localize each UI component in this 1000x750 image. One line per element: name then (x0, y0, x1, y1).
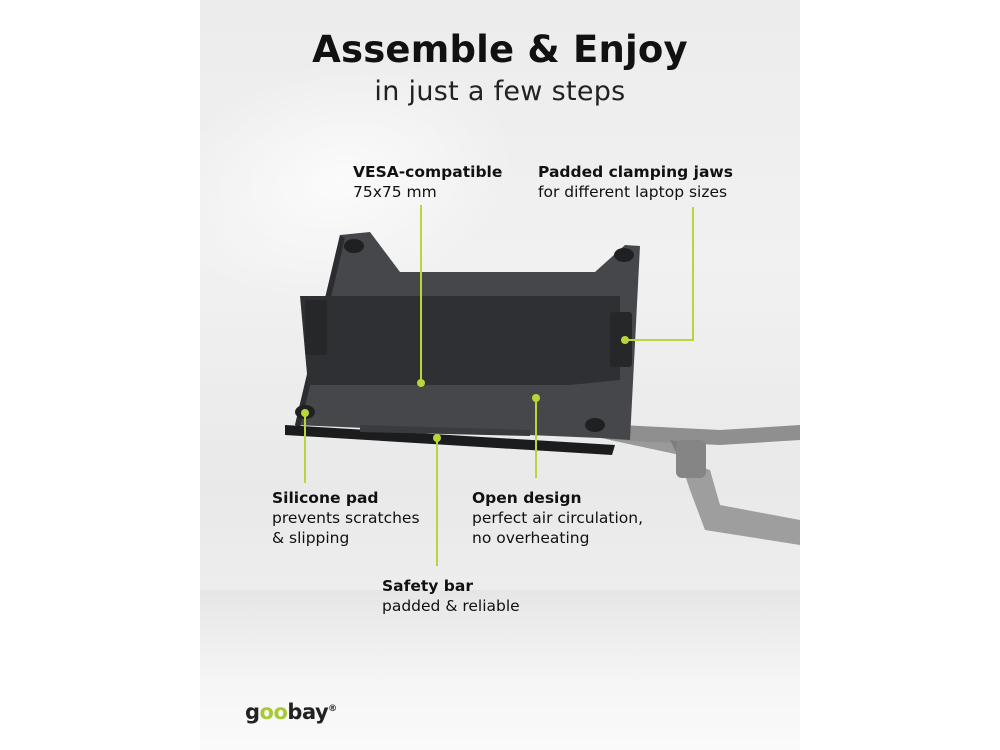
callout-vesa-head: VESA-compatible (353, 163, 503, 181)
callout-vesa: VESA-compatible 75x75 mm (353, 162, 502, 202)
callout-silicone-line1: prevents scratches (272, 509, 420, 527)
page-subtitle: in just a few steps (374, 76, 626, 107)
dot-open (532, 394, 540, 402)
dot-jaws (621, 336, 629, 344)
leader-silicone (304, 413, 306, 483)
leader-safety (436, 438, 438, 566)
brand-logo: goobay® (245, 700, 337, 724)
floor (200, 590, 800, 750)
leader-jaws-v (692, 207, 694, 340)
dot-silicone (301, 409, 309, 417)
callout-silicone-line2: & slipping (272, 529, 350, 547)
leader-open (535, 398, 537, 478)
leader-vesa (420, 205, 422, 383)
tray-plate (285, 232, 640, 455)
callout-silicone: Silicone pad prevents scratches & slippi… (272, 488, 420, 548)
product-banner: Assemble & Enjoy in just a few steps (200, 0, 800, 750)
callout-safety: Safety bar padded & reliable (382, 576, 520, 616)
leader-jaws-h (625, 339, 694, 341)
callout-jaws-head: Padded clamping jaws (538, 163, 733, 181)
brand-logo-middle: oo (259, 700, 288, 724)
laptop-tray-illustration (285, 232, 800, 545)
callout-open-line2: no overheating (472, 529, 590, 547)
callout-safety-head: Safety bar (382, 577, 473, 595)
page-title: Assemble & Enjoy (312, 28, 688, 71)
dot-safety (433, 434, 441, 442)
callout-open-line1: perfect air circulation, (472, 509, 643, 527)
callout-jaws: Padded clamping jaws for different lapto… (538, 162, 733, 202)
brand-logo-suffix: bay (287, 700, 329, 724)
callout-vesa-line1: 75x75 mm (353, 183, 437, 201)
callout-open: Open design perfect air circulation, no … (472, 488, 643, 548)
callout-safety-line1: padded & reliable (382, 597, 520, 615)
brand-logo-prefix: g (245, 700, 260, 724)
brand-logo-mark: ® (328, 704, 337, 714)
dot-vesa (417, 379, 425, 387)
callout-silicone-head: Silicone pad (272, 489, 379, 507)
callout-open-head: Open design (472, 489, 582, 507)
callout-jaws-line1: for different laptop sizes (538, 183, 728, 201)
